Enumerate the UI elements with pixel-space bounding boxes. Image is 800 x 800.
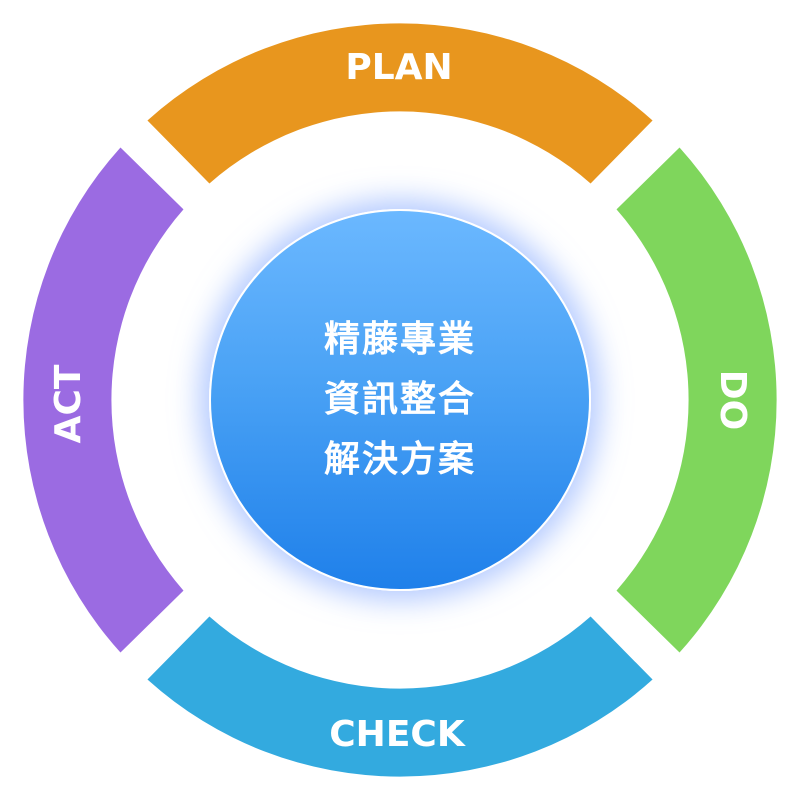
center-line-1: 精藤專業 [323, 319, 476, 360]
segment-check [147, 616, 653, 777]
segment-do [616, 147, 777, 653]
segment-act [23, 147, 184, 653]
center-circle: 精藤專業 資訊整合 解決方案 [209, 209, 591, 591]
segment-plan-label: PLAN [345, 47, 452, 88]
center-line-3: 解決方案 [323, 439, 476, 480]
segment-plan [147, 23, 653, 184]
segment-check-label: CHECK [329, 714, 466, 755]
segment-act-label: ACT [48, 364, 89, 443]
center-line-2: 資訊整合 [323, 379, 476, 420]
segment-do-label: DO [712, 370, 753, 431]
